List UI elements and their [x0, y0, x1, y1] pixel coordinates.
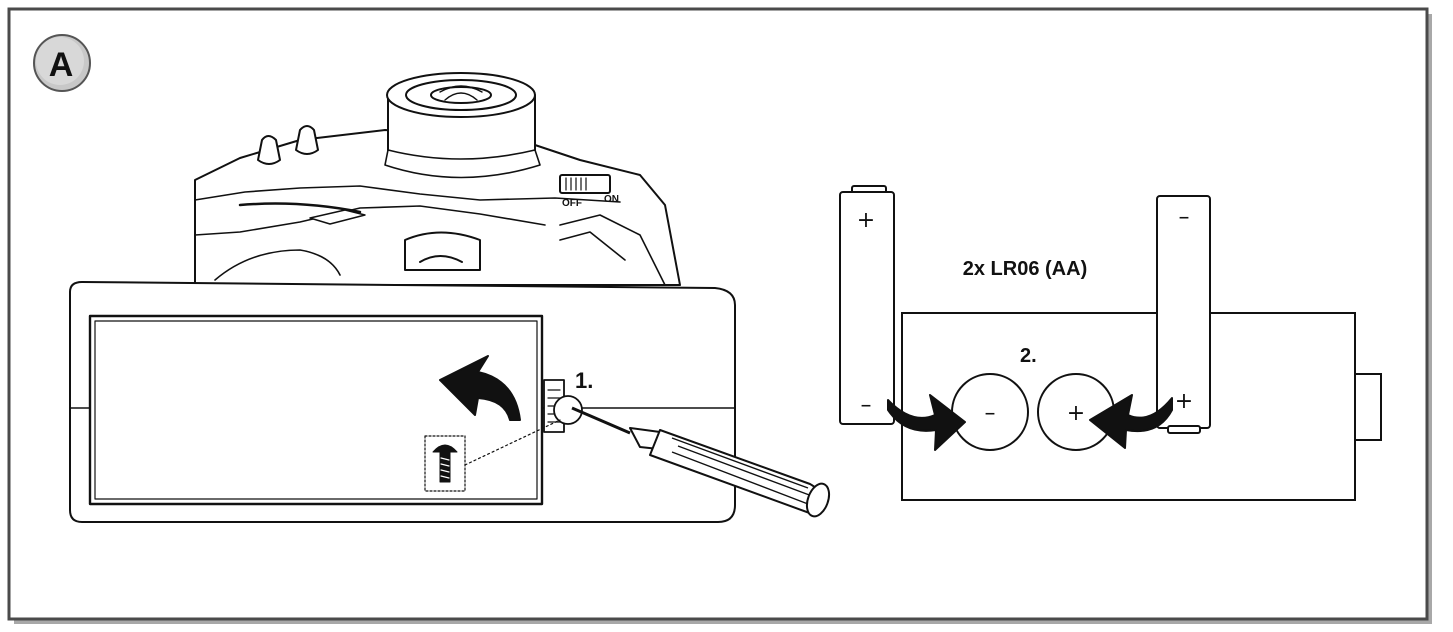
screw-icon — [432, 444, 458, 483]
insert-arrow-left — [887, 394, 966, 451]
battery-right — [1156, 195, 1211, 434]
remote-controller: OFF ON — [69, 72, 736, 523]
remote-upper-body — [194, 129, 681, 286]
battery-spec-label: 2x LR06 (AA) — [963, 258, 1087, 280]
trim-knob-left — [257, 135, 281, 165]
step-1-label: 1. — [575, 368, 593, 393]
trim-knob-right — [295, 125, 319, 155]
screwdriver — [571, 406, 831, 518]
panel-badge: A — [33, 34, 91, 92]
compartment-tab — [1354, 373, 1382, 441]
battery-right-bottom-sign: + — [1175, 389, 1193, 414]
badge-letter: A — [49, 46, 74, 84]
step-2-label: 2. — [1020, 345, 1037, 367]
battery-cover — [88, 314, 544, 506]
battery-left-bottom-sign: – — [861, 393, 872, 418]
slot-negative-sign: – — [985, 401, 996, 426]
screw-detail-box — [424, 435, 466, 492]
switch-on-label: ON — [604, 194, 619, 205]
battery-compartment — [901, 312, 1382, 501]
slot-positive-sign: + — [1067, 401, 1085, 426]
power-switch — [559, 174, 611, 194]
screw-hole — [553, 395, 583, 425]
battery-left-top-sign: + — [857, 208, 875, 233]
switch-off-label: OFF — [562, 198, 582, 209]
battery-left — [839, 185, 895, 425]
remove-cover-arrow — [439, 355, 521, 421]
insert-arrow-right — [1089, 394, 1173, 449]
battery-right-top-sign: – — [1179, 205, 1190, 230]
